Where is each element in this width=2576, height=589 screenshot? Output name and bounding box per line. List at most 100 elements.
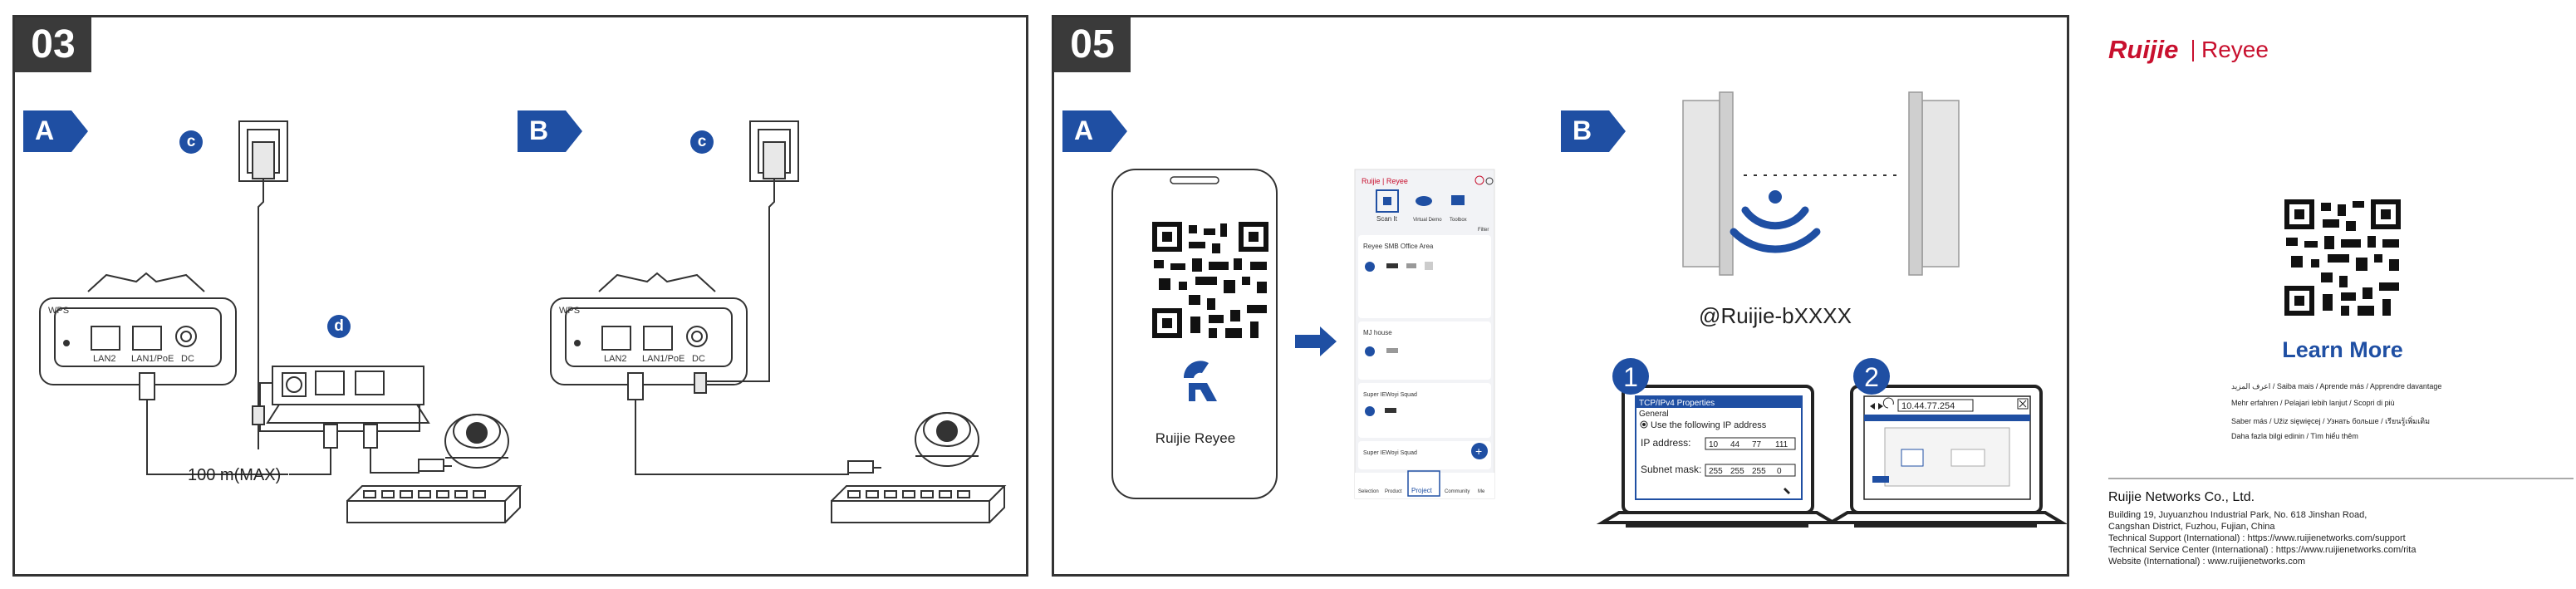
cursor-icon: [1784, 488, 1790, 494]
nav-product[interactable]: Product: [1385, 489, 1402, 494]
qr-code-icon: [1152, 222, 1268, 338]
ruijie-reyee-logo: Ruijie Reyee: [2108, 35, 2269, 64]
service-center-line[interactable]: Technical Service Center (International)…: [2108, 545, 2417, 555]
subnet-mask-field: [1705, 464, 1796, 477]
add-project-button: [1471, 443, 1488, 459]
support-line[interactable]: Technical Support (International) : http…: [2108, 533, 2406, 543]
cable-injector-to-switch: [370, 448, 412, 474]
dc-port-a: [175, 326, 197, 347]
app-name-label: Ruijie Reyee: [1156, 430, 1235, 446]
project-2[interactable]: MJ house: [1363, 329, 1392, 336]
ap-device-b: [550, 297, 748, 385]
tag-b: B: [518, 110, 582, 152]
switch-ports-a: [363, 490, 486, 498]
lang-line-4: Daha fazla bilgi edinin / Tìm hiểu thêm: [2231, 432, 2358, 440]
forward-icon: [1878, 403, 1883, 410]
badge-d: d: [327, 315, 351, 338]
lang-line-1: اعرف المزيد / Saiba mais / Aprende más /…: [2231, 382, 2442, 390]
tag-b: B: [1561, 110, 1626, 152]
badge-c-b: c: [690, 130, 714, 154]
tag-a: A: [1062, 110, 1127, 152]
step-2-number: 2: [1864, 362, 1879, 392]
ip-oct-2[interactable]: 44: [1730, 440, 1740, 449]
cpe-device-left: [1682, 91, 1734, 276]
nav-project[interactable]: Project: [1411, 487, 1433, 494]
power-adapter-b: [763, 141, 786, 179]
ethernet-cable-a: [146, 400, 288, 475]
switch-ports-b: [847, 490, 970, 498]
toolbar-toolbox[interactable]: Toolbox: [1450, 218, 1467, 223]
project-4[interactable]: Super IEWoyi Squad: [1363, 450, 1417, 456]
cpe-device-right: [1908, 91, 1960, 276]
tag-arrow-shape: [518, 110, 582, 152]
power-cable-b: [701, 179, 775, 382]
ip-oct-1[interactable]: 10: [1709, 440, 1719, 449]
cable-injector-to-ap: [289, 448, 331, 475]
tag-arrow-shape: [23, 110, 88, 152]
company-name: Ruijie Networks Co., Ltd.: [2108, 490, 2255, 504]
tag-a: A: [23, 110, 88, 152]
ethernet-cable-b: [635, 400, 843, 475]
info-column: Ruijie Reyee Learn More اعرف المزيد / Sa…: [2083, 15, 2574, 577]
step-05-illustration: Ruijie Reyee Ruijie | Reyee Scan It Virt…: [1111, 91, 2067, 528]
mask-oct-2[interactable]: 255: [1730, 467, 1744, 476]
ip-oct-3[interactable]: 77: [1752, 440, 1762, 449]
learn-more-qr-icon: [2284, 199, 2401, 316]
tag-label: B: [1573, 115, 1592, 145]
mask-oct-4[interactable]: 0: [1777, 467, 1782, 476]
tcpip-use-ip[interactable]: Use the following IP address: [1651, 420, 1767, 430]
address-line-2: Cangshan District, Fuzhou, Fujian, China: [2108, 522, 2275, 532]
mask-oct-1[interactable]: 255: [1709, 467, 1723, 476]
tcpip-general-tab[interactable]: General: [1639, 410, 1669, 419]
filter-button[interactable]: Filter: [1478, 228, 1489, 233]
app-brand: Ruijie | Reyee: [1362, 177, 1408, 185]
step-1-number: 1: [1623, 362, 1638, 392]
toolbar-scan[interactable]: Scan It: [1376, 215, 1398, 223]
step-number: 03: [15, 17, 91, 72]
project-3[interactable]: Super IEWoyi Squad: [1363, 392, 1417, 398]
lan1-port-a: [132, 326, 162, 351]
nav-community[interactable]: Community: [1445, 489, 1470, 494]
ip-oct-4[interactable]: 111: [1775, 440, 1788, 449]
badge-c-a: c: [179, 130, 203, 154]
reyee-app-logo-icon: [1183, 361, 1217, 401]
ssid-label: @Ruijie-bXXXX: [1699, 303, 1852, 328]
lang-line-3: Saber más / Užiz sięwięcej / Узнать боль…: [2231, 417, 2431, 425]
laptop-2: 10.44.77.254: [1824, 385, 2067, 528]
port-label-wps-b: WPS: [559, 306, 580, 316]
refresh-icon: [1882, 397, 1894, 409]
app-screen: Ruijie | Reyee Scan It Virtual Demo Tool…: [1354, 169, 1495, 499]
tag-label: B: [529, 115, 549, 145]
step-03-illustration: WPS LAN2 LAN1/PoE DC WPS LAN2 LAN1/PoE D…: [39, 120, 1007, 523]
switch-a: [346, 500, 506, 523]
device-mount-b: [598, 272, 716, 292]
website-line[interactable]: Website (International) : www.ruijienetw…: [2108, 557, 2305, 567]
subnet-mask-label: Subnet mask:: [1641, 464, 1701, 475]
tag-label: A: [35, 115, 55, 145]
tcpip-title: TCP/IPv4 Properties: [1639, 399, 1715, 408]
port-label-dc-b: DC: [692, 354, 705, 364]
nav-selection[interactable]: Selection: [1358, 489, 1379, 494]
ap-device-a: [39, 297, 237, 385]
lan2-port-b: [601, 326, 631, 351]
scan-icon: [1376, 189, 1399, 213]
project-1[interactable]: Reyee SMB Office Area: [1363, 243, 1434, 250]
step-05-panel: 05 A B Ruij: [1052, 15, 2069, 577]
step-number: 05: [1054, 17, 1131, 72]
browser-url[interactable]: 10.44.77.254: [1901, 401, 1955, 411]
power-adapter-a: [252, 141, 275, 179]
learn-more-heading: Learn More: [2282, 337, 2403, 362]
step-03-panel: 03 A B c c d: [12, 15, 1028, 577]
lan2-port-a: [91, 326, 120, 351]
port-label-lan1-b: LAN1/PoE: [642, 354, 684, 364]
power-cable-a: [258, 179, 264, 373]
laptop-1: TCP/IPv4 Properties General Use the foll…: [1596, 385, 1840, 528]
port-label-lan2-b: LAN2: [604, 354, 627, 364]
switch-b: [831, 500, 990, 523]
toolbar-demo[interactable]: Virtual Demo: [1413, 218, 1442, 223]
svg-text:Ruijie: Ruijie: [2108, 35, 2178, 64]
port-label-dc: DC: [181, 354, 194, 364]
nav-me[interactable]: Me: [1478, 489, 1485, 494]
tag-arrow-shape: [1561, 110, 1626, 152]
mask-oct-3[interactable]: 255: [1752, 467, 1766, 476]
